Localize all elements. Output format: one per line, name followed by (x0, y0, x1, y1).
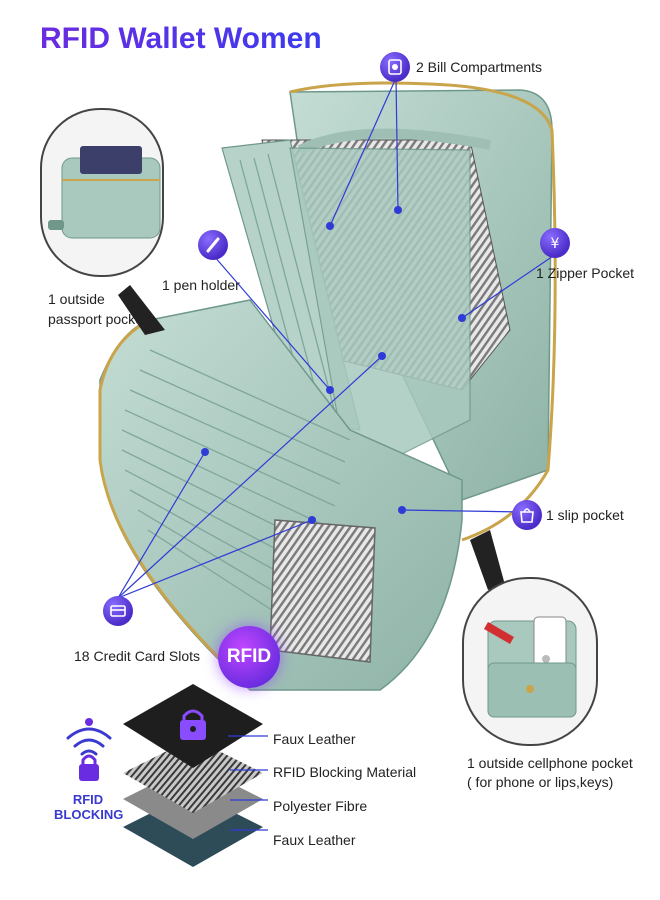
yen-icon: ¥ (540, 228, 570, 258)
bag-icon (512, 500, 542, 530)
label-slip-pocket: 1 slip pocket (546, 507, 624, 523)
money-icon (380, 52, 410, 82)
material-layers (123, 684, 268, 867)
cellphone-callout-pointer (470, 530, 505, 590)
label-cellphone-pocket-1: 1 outside cellphone pocket (467, 755, 633, 771)
svg-text:¥: ¥ (551, 236, 560, 252)
label-bill-compartments: 2 Bill Compartments (416, 59, 543, 75)
padlock-icon (79, 754, 99, 781)
layer-rfid-blocking (123, 738, 263, 813)
label-pen-holder: 1 pen holder (162, 277, 240, 293)
blocking-line-2: BLOCKING (54, 807, 124, 822)
pen-icon (198, 230, 228, 260)
padlock-icon (180, 709, 206, 740)
passport-pocket-callout (40, 108, 164, 277)
wifi-icon (66, 727, 112, 756)
rfid-blocking-logo (66, 718, 112, 781)
page-title: RFID Wallet Women (40, 22, 322, 55)
id-window (269, 519, 376, 663)
bill-compartment-divider (297, 128, 491, 155)
label-zipper-pocket: 1 Zipper Pocket (536, 265, 635, 281)
rfid-badge: RFID (218, 626, 280, 688)
leader-lines (117, 77, 557, 599)
card-icon (103, 596, 133, 626)
label-layer-3: Polyester Fibre (273, 798, 368, 814)
rfid-blocking-text: RFID BLOCKING (54, 792, 124, 822)
label-layer-1: Faux Leather (273, 731, 356, 747)
middle-flap (289, 147, 471, 461)
blocking-line-1: RFID (72, 792, 104, 807)
cellphone-pocket-callout (462, 577, 598, 746)
wallet-zipper-side (461, 129, 557, 542)
passport-callout-pointer (118, 285, 165, 335)
label-passport-pocket-1: 1 outside (48, 291, 105, 307)
label-layer-2: RFID Blocking Material (273, 764, 417, 780)
label-passport-pocket-2: passport pocket (48, 311, 147, 327)
passport-wallet-image (48, 146, 161, 239)
label-layer-4: Faux Leather (273, 832, 356, 848)
label-cellphone-pocket-2: ( for phone or lips,keys) (467, 774, 614, 790)
leader-dots (201, 206, 466, 524)
cellphone-wallet-image (484, 616, 577, 718)
label-credit-card-slots: 18 Credit Card Slots (74, 648, 201, 664)
wallet-zipper-front (98, 318, 252, 690)
wallet-zipper-top (289, 81, 554, 131)
